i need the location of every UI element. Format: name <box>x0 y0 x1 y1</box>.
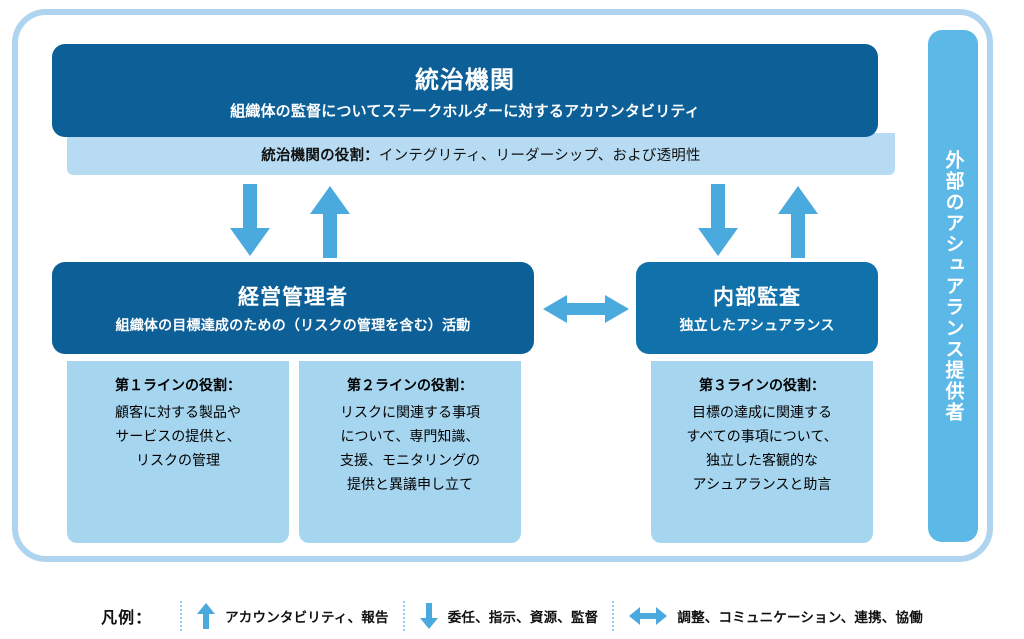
management-to-gov-up-arrow <box>308 184 352 263</box>
legend-divider-1 <box>180 600 183 631</box>
third-line-role-text-4: アシュアランスと助言 <box>692 476 832 493</box>
gov-to-management-down-arrow <box>228 184 272 263</box>
arrow-down-icon <box>698 184 738 256</box>
third-line-role-text-2: すべての事項について、 <box>686 428 838 445</box>
second-line-role-text-2: について、専門知識、 <box>340 428 480 445</box>
arrow-down-icon <box>419 602 438 629</box>
legend-item-delegation: 委任、指示、資源、監督 <box>419 602 599 630</box>
internal-audit-title: 内部監査 <box>713 286 801 309</box>
legend: 凡例： アカウンタビリティ、報告 委任、指示、資源、監督 調整、コミュニケーショ… <box>0 592 1024 639</box>
arrow-both-icon <box>543 295 629 323</box>
internal-audit-box[interactable]: 内部監査 独立したアシュアランス <box>636 262 878 354</box>
legend-divider-2 <box>402 600 405 631</box>
first-line-role-text-3: リスクの管理 <box>136 452 220 469</box>
legend-label-delegation: 委任、指示、資源、監督 <box>447 609 599 625</box>
governing-body-box[interactable]: 統治機関 組織体の監督についてステークホルダーに対するアカウンタビリティ <box>52 44 878 137</box>
external-assurance-bar[interactable]: 外部のアシュアランス提供者 <box>928 30 978 542</box>
second-line-role-text-3: 支援、モニタリングの <box>340 452 480 469</box>
internal-audit-subtitle: 独立したアシュアランス <box>679 317 835 333</box>
governing-body-role-label: 統治機関の役割： <box>261 147 379 164</box>
first-line-role-text-1: 顧客に対する製品や <box>115 404 241 420</box>
arrow-both-icon <box>629 606 668 625</box>
legend-title: 凡例： <box>101 609 153 627</box>
governing-body-role-band: 統治機関の役割：インテグリティ、リーダーシップ、および透明性 <box>67 133 895 175</box>
third-line-role-panel: 第３ラインの役割： 目標の達成に関連する すべての事項について、 独立した客観的… <box>651 361 873 543</box>
governing-body-subtitle: 組織体の監督についてステークホルダーに対するアカウンタビリティ <box>230 103 700 120</box>
arrow-up-icon <box>310 186 350 258</box>
second-line-role-text-1: リスクに関連する事項 <box>340 404 480 420</box>
second-line-role-panel: 第２ラインの役割： リスクに関連する事項 について、専門知識、 支援、モニタリン… <box>299 361 521 543</box>
arrow-down-icon <box>230 184 270 256</box>
governing-body-role-text: 統治機関の役割：インテグリティ、リーダーシップ、および透明性 <box>261 144 700 165</box>
legend-label-accountability: アカウンタビリティ、報告 <box>225 609 389 625</box>
legend-label-alignment: 調整、コミュニケーション、連携、協働 <box>677 609 923 625</box>
management-internal-audit-bidirectional-arrow <box>541 292 631 331</box>
legend-item-accountability: アカウンタビリティ、報告 <box>196 602 389 630</box>
third-line-role-heading: 第３ラインの役割： <box>699 377 825 393</box>
first-line-role-text-2: サービスの提供と、 <box>115 428 241 445</box>
third-line-role-text-3: 独立した客観的な <box>706 452 818 469</box>
management-title: 経営管理者 <box>238 286 348 309</box>
management-box[interactable]: 経営管理者 組織体の目標達成のための（リスクの管理を含む）活動 <box>52 262 534 354</box>
third-line-role-text-1: 目標の達成に関連する <box>692 404 832 420</box>
legend-divider-3 <box>612 600 615 631</box>
external-assurance-label: 外部のアシュアランス提供者 <box>942 149 964 423</box>
second-line-role-text-4: 提供と異議申し立て <box>347 476 473 493</box>
second-line-role-heading: 第２ラインの役割： <box>347 377 473 393</box>
outer-frame <box>12 9 993 562</box>
governing-body-title: 統治機関 <box>415 67 515 94</box>
arrow-up-icon <box>778 186 818 258</box>
gov-to-internal-audit-down-arrow <box>696 184 740 263</box>
management-subtitle: 組織体の目標達成のための（リスクの管理を含む）活動 <box>115 317 471 333</box>
arrow-up-icon <box>197 602 216 629</box>
internal-audit-to-gov-up-arrow <box>776 184 820 263</box>
legend-item-alignment: 調整、コミュニケーション、連携、協働 <box>628 605 923 627</box>
first-line-role-heading: 第１ラインの役割： <box>115 377 241 393</box>
first-line-role-panel: 第１ラインの役割： 顧客に対する製品や サービスの提供と、 リスクの管理 <box>67 361 289 543</box>
governing-body-role-value: インテグリティ、リーダーシップ、および透明性 <box>378 147 701 164</box>
